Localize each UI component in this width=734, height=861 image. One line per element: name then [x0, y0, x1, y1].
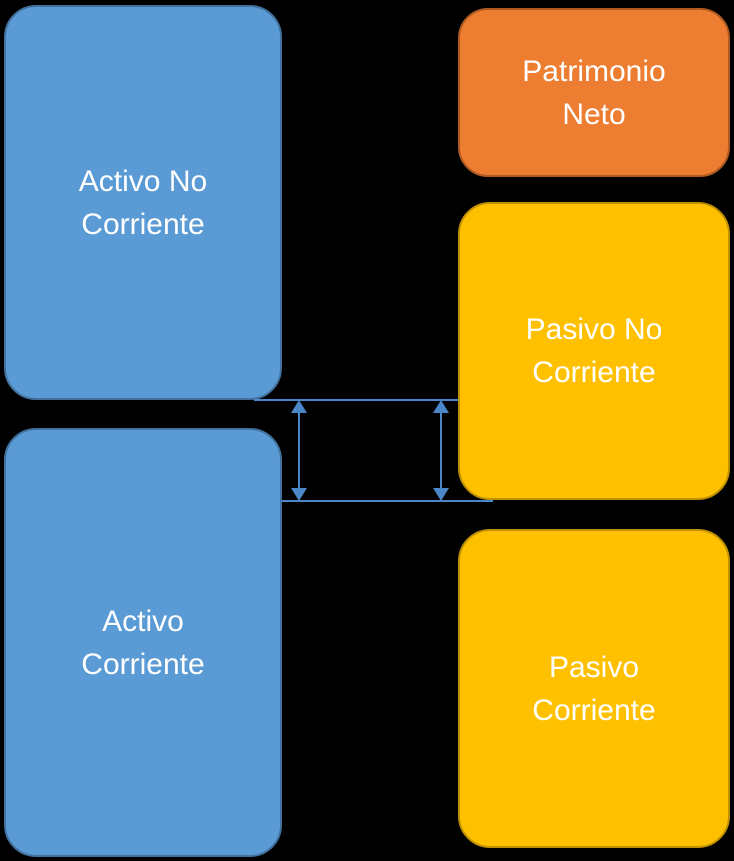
box-pasivo-no-corriente-label: Pasivo No Corriente [525, 313, 663, 389]
box-patrimonio-neto-label: Patrimonio Neto [522, 54, 666, 131]
box-pasivo-corriente: Pasivo Corriente [458, 529, 730, 848]
arrow-up-icon [291, 400, 307, 413]
arrow-shaft [298, 413, 300, 488]
double-arrow-left [291, 400, 307, 501]
arrow-down-icon [433, 488, 449, 501]
box-activo-no-corriente-label: Activo No Corriente [78, 164, 208, 241]
arrow-down-icon [291, 488, 307, 501]
dimension-line-top [254, 399, 458, 401]
box-activo-no-corriente: Activo No Corriente [4, 5, 282, 400]
dimension-line-bottom [282, 500, 493, 502]
box-activo-corriente-label: Activo Corriente [81, 604, 205, 681]
double-arrow-right [433, 400, 449, 501]
box-pasivo-corriente-label: Pasivo Corriente [532, 650, 656, 727]
arrow-up-icon [433, 400, 449, 413]
box-patrimonio-neto: Patrimonio Neto [458, 8, 730, 177]
box-activo-corriente: Activo Corriente [4, 428, 282, 857]
box-pasivo-no-corriente: Pasivo No Corriente [458, 202, 730, 500]
arrow-shaft [440, 413, 442, 488]
